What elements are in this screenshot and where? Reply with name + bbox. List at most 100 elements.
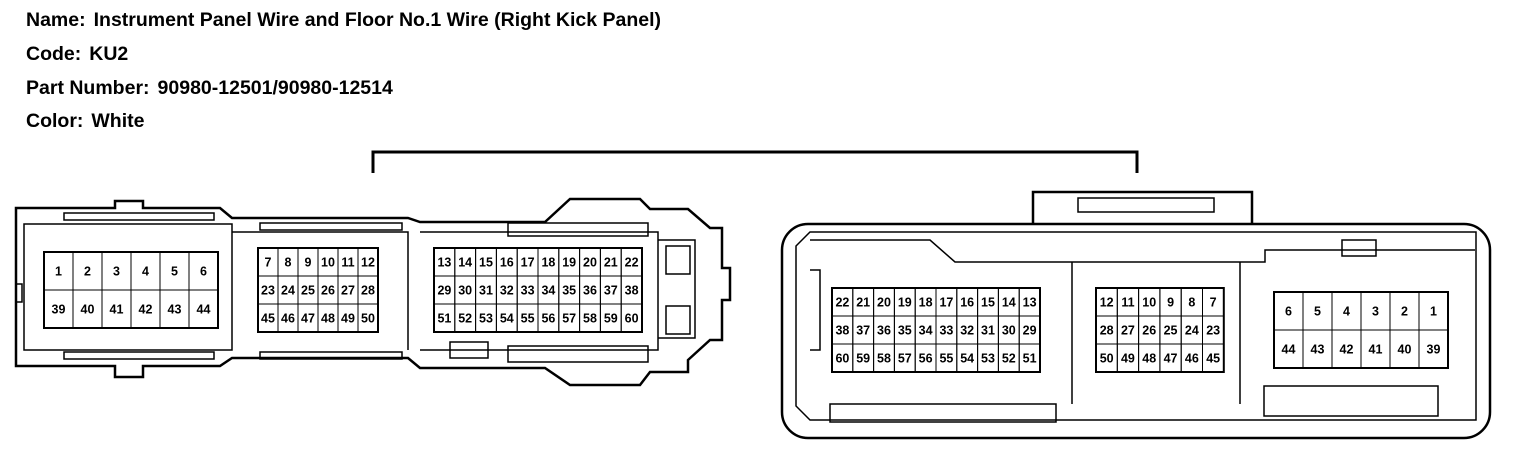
male-c-pin-55: 55 [521,312,535,326]
male-a-pin-1: 1 [55,265,62,279]
male-a-cell-44 [188,289,219,329]
female-b-pin-26: 26 [1142,324,1156,338]
female-c-cell-39 [1418,329,1449,369]
male-c-pin-13: 13 [437,256,451,270]
female-b-cell-45 [1202,343,1225,373]
male-a-pin-2: 2 [84,265,91,279]
female-b-pin-10: 10 [1142,296,1156,310]
female-a-pin-19: 19 [898,296,912,310]
female-c-pin-2: 2 [1401,305,1408,319]
female-a-pin-33: 33 [939,324,953,338]
male-c-pin-20: 20 [583,256,597,270]
male-c-pin-29: 29 [437,284,451,298]
color-value: White [91,110,145,132]
female-b-pin-7: 7 [1210,296,1217,310]
male-c-pin-18: 18 [541,256,555,270]
female-a-pin-55: 55 [939,352,953,366]
female-a-pin-60: 60 [835,352,849,366]
female-c-pin-39: 39 [1427,343,1441,357]
male-b-pin-25: 25 [301,284,315,298]
female-connector-housing [780,190,1492,440]
female-c-pin-3: 3 [1372,305,1379,319]
male-c-pin-37: 37 [604,284,618,298]
male-b-pin-47: 47 [301,312,315,326]
female-c-pin-1: 1 [1430,305,1437,319]
code-label: Code: [26,43,82,65]
female-a-pin-30: 30 [1002,324,1016,338]
female-a-pin-29: 29 [1023,324,1037,338]
male-c-cell-60 [620,303,643,333]
female-a-pin-57: 57 [898,352,912,366]
female-a-pin-18: 18 [919,296,933,310]
male-b-pin-9: 9 [305,256,312,270]
female-b-pin-46: 46 [1185,352,1199,366]
female-a-pin-56: 56 [919,352,933,366]
female-a-pin-37: 37 [856,324,870,338]
male-c-pin-15: 15 [479,256,493,270]
male-a-pin-6: 6 [200,265,207,279]
male-b-cell-50 [357,303,379,333]
female-b-pin-27: 27 [1121,324,1135,338]
male-b-pin-28: 28 [361,284,375,298]
female-a-pin-54: 54 [960,352,974,366]
male-c-pin-30: 30 [458,284,472,298]
female-c-pin-6: 6 [1285,305,1292,319]
male-c-pin-17: 17 [521,256,535,270]
female-b-pin-47: 47 [1164,352,1178,366]
male-c-pin-51: 51 [437,312,451,326]
male-b-pin-24: 24 [281,284,295,298]
female-b-pin-8: 8 [1188,296,1195,310]
female-a-pin-52: 52 [1002,352,1016,366]
female-a-pin-31: 31 [981,324,995,338]
male-c-pin-19: 19 [562,256,576,270]
female-b-pin-11: 11 [1121,296,1134,310]
male-b-pin-12: 12 [361,256,375,270]
connector-pair-bracket [371,150,1139,173]
male-c-pin-59: 59 [604,312,618,326]
male-a-pin-3: 3 [113,265,120,279]
female-a-pin-22: 22 [835,296,849,310]
male-a-pin-41: 41 [110,303,124,317]
female-a-pin-59: 59 [856,352,870,366]
part-number-row: Part Number:90980-12501/90980-12514 [26,76,393,100]
female-a-pin-51: 51 [1023,352,1037,366]
female-a-pin-32: 32 [960,324,974,338]
female-c-pin-5: 5 [1314,305,1321,319]
female-b-pin-24: 24 [1185,324,1199,338]
male-c-pin-33: 33 [521,284,535,298]
female-a-pin-34: 34 [919,324,933,338]
female-c-pin-40: 40 [1398,343,1412,357]
color-row: Color:White [26,109,144,133]
male-c-pin-52: 52 [458,312,472,326]
connector-name-row: Name: Instrument Panel Wire and Floor No.… [26,8,661,32]
female-a-pin-20: 20 [877,296,891,310]
female-c-pin-41: 41 [1369,343,1383,357]
male-c-pin-38: 38 [625,284,639,298]
female-b-pin-45: 45 [1206,352,1220,366]
male-b-pin-8: 8 [285,256,292,270]
female-a-pin-15: 15 [981,296,995,310]
male-c-pin-53: 53 [479,312,493,326]
male-c-pin-54: 54 [500,312,514,326]
male-c-pin-22: 22 [625,256,639,270]
male-c-pin-31: 31 [479,284,493,298]
female-b-pin-25: 25 [1164,324,1178,338]
female-a-pin-36: 36 [877,324,891,338]
female-c-pin-42: 42 [1340,343,1354,357]
male-b-pin-50: 50 [361,312,375,326]
male-a-pin-4: 4 [142,265,149,279]
male-b-pin-49: 49 [341,312,355,326]
male-c-pin-60: 60 [625,312,639,326]
male-a-pin-44: 44 [197,303,211,317]
name-value: Instrument Panel Wire and Floor No.1 Wir… [93,9,662,31]
female-a-pin-35: 35 [898,324,912,338]
male-c-pin-32: 32 [500,284,514,298]
female-a-pin-58: 58 [877,352,891,366]
female-a-pin-16: 16 [960,296,974,310]
name-label: Name: [26,9,86,31]
